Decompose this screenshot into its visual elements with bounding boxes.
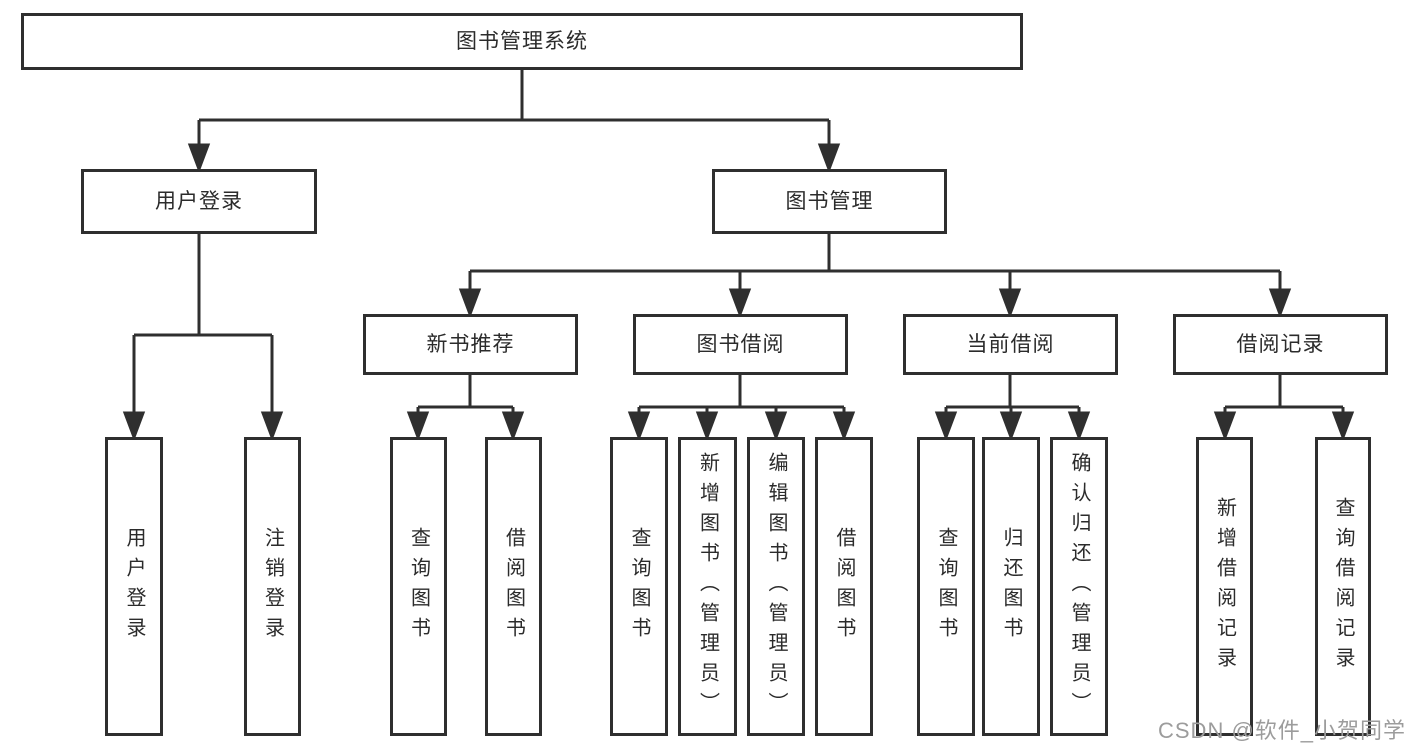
- node-new-book-recommend: 新书推荐: [363, 314, 578, 375]
- node-user-login-branch: 用户登录: [81, 169, 317, 234]
- node-root-library-system: 图书管理系统: [21, 13, 1023, 70]
- leaf-search-books-current: 查询图书: [917, 437, 975, 736]
- node-borrow-records: 借阅记录: [1173, 314, 1388, 375]
- node-current-borrowing: 当前借阅: [903, 314, 1118, 375]
- leaf-search-borrow-record: 查询借阅记录: [1315, 437, 1371, 736]
- leaf-confirm-return-admin: 确认归还（管理员）: [1050, 437, 1108, 736]
- leaf-logout: 注销登录: [244, 437, 301, 736]
- leaf-return-books: 归还图书: [982, 437, 1040, 736]
- node-book-borrowing: 图书借阅: [633, 314, 848, 375]
- node-book-management-branch: 图书管理: [712, 169, 947, 234]
- leaf-add-borrow-record: 新增借阅记录: [1196, 437, 1253, 736]
- leaf-add-books-admin: 新增图书（管理员）: [678, 437, 737, 736]
- csdn-watermark: CSDN @软件_小贺同学: [1158, 718, 1405, 743]
- leaf-user-login: 用户登录: [105, 437, 163, 736]
- leaf-edit-books-admin: 编辑图书（管理员）: [747, 437, 805, 736]
- leaf-borrow-books: 借阅图书: [815, 437, 873, 736]
- leaf-search-books-recommend: 查询图书: [390, 437, 447, 736]
- leaf-search-books-borrow: 查询图书: [610, 437, 668, 736]
- leaf-borrow-books-recommend: 借阅图书: [485, 437, 542, 736]
